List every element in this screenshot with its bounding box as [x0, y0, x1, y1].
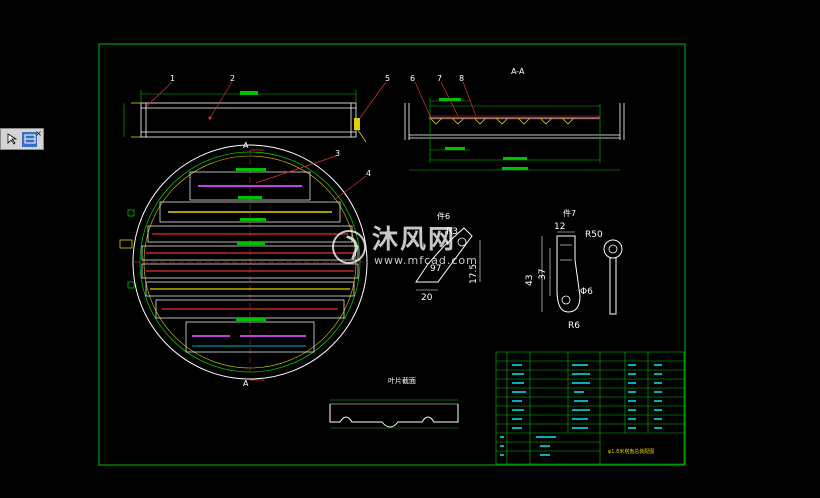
section-mark-a-top: A: [243, 141, 249, 150]
part6-outline: [415, 227, 473, 283]
part7-dim-phi6: Φ6: [580, 287, 593, 297]
callout-8: 8: [459, 74, 464, 83]
watermark-url: www.mfcad.com: [374, 254, 478, 267]
callout-1: 1: [170, 74, 175, 83]
floating-toolbar: ×: [0, 128, 44, 150]
section-aa-label: A-A: [511, 67, 525, 76]
leader-7: [440, 81, 459, 117]
title-block-drawing-title: φ1.8米塔盘总装配图: [608, 448, 654, 455]
leader-8: [462, 81, 477, 117]
drawing-frame: [98, 43, 686, 466]
toolbar-close-button[interactable]: ×: [35, 129, 42, 138]
leader-4: [333, 175, 367, 201]
title-block-text-marks: [500, 364, 662, 456]
title-block: [495, 351, 685, 465]
part6-dim-175: 17.5: [469, 264, 479, 284]
callout-5: 5: [385, 74, 390, 83]
watermark-text: 沐风网: [372, 225, 457, 255]
callout-6: 6: [410, 74, 415, 83]
section-mark-a-bottom: A: [243, 379, 249, 388]
section-aa-blades: [429, 117, 575, 125]
callout-7: 7: [437, 74, 442, 83]
leader-2: [209, 81, 233, 119]
part7-dim-12: 12: [554, 222, 565, 232]
part6-title: 件6: [437, 211, 450, 221]
pointer-tool-icon[interactable]: [4, 132, 19, 147]
part7-dim-43: 43: [525, 275, 535, 286]
side-view: [131, 102, 357, 138]
part6-dim-97: 97: [430, 264, 441, 274]
leader-6: [414, 81, 432, 119]
part7-dim-r6: R6: [568, 321, 580, 331]
watermark-logo-icon: [332, 229, 366, 264]
plan-view: [119, 144, 368, 380]
watermark: 沐风网 www.mfcad.com: [332, 226, 478, 267]
callout-3: 3: [335, 149, 340, 158]
callout-4: 4: [366, 169, 371, 178]
part6-dim-20: 20: [421, 293, 433, 303]
side-view-dims: [123, 90, 357, 137]
leader-3: [255, 155, 337, 184]
part7-outline: [556, 235, 581, 313]
part6-dim-r3: R3: [446, 227, 458, 237]
leader-5: [356, 81, 387, 123]
section-aa-view: [404, 103, 625, 140]
blade-section-profile: [329, 404, 459, 428]
leader-1: [145, 81, 173, 108]
callout-2: 2: [230, 74, 235, 83]
blade-section-title: 叶片截面: [388, 376, 416, 385]
part7-dim-r50: R50: [585, 230, 603, 240]
layer-tool-icon[interactable]: [22, 131, 37, 147]
part7-dim-37: 37: [538, 269, 548, 280]
part7-title: 件7: [563, 208, 576, 218]
